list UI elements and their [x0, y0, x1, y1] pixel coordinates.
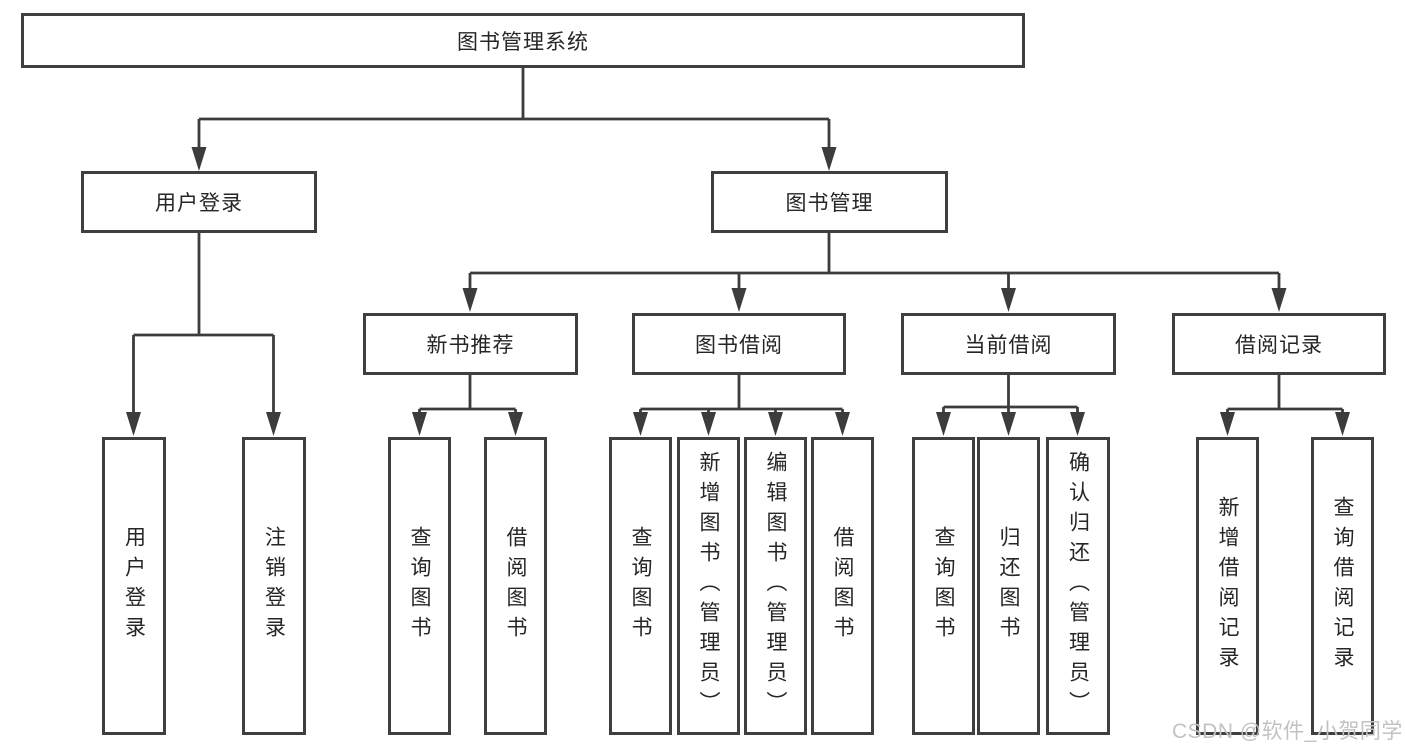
- node-borrow-records: 借阅记录: [1172, 313, 1386, 375]
- leaf-user-login: 用户登录: [102, 437, 166, 735]
- leaf-bb-edit-books-admin-label: 编辑图书（管理员）: [764, 451, 787, 721]
- leaf-nb-borrow-books: 借阅图书: [484, 437, 547, 735]
- leaf-bb-borrow-books-label: 借阅图书: [831, 526, 854, 646]
- connector-book-borrow: [633, 375, 850, 436]
- leaf-logout: 注销登录: [242, 437, 306, 735]
- node-user-login-group: 用户登录: [81, 171, 317, 233]
- leaf-br-add-record: 新增借阅记录: [1196, 437, 1259, 735]
- leaf-bb-query-books-label: 查询图书: [629, 526, 652, 646]
- connector-borrow-records: [1220, 375, 1350, 436]
- leaf-cb-return-books: 归还图书: [977, 437, 1040, 735]
- leaf-user-login-label: 用户登录: [122, 526, 146, 646]
- leaf-nb-borrow-books-label: 借阅图书: [504, 526, 527, 646]
- node-book-borrow: 图书借阅: [632, 313, 846, 375]
- leaf-cb-return-books-label: 归还图书: [997, 526, 1020, 646]
- leaf-bb-add-books-admin: 新增图书（管理员）: [677, 437, 740, 735]
- leaf-bb-edit-books-admin: 编辑图书（管理员）: [744, 437, 807, 735]
- leaf-logout-label: 注销登录: [262, 526, 286, 646]
- leaf-bb-query-books: 查询图书: [609, 437, 672, 735]
- leaf-nb-query-books-label: 查询图书: [408, 526, 431, 646]
- leaf-cb-confirm-return-admin: 确认归还（管理员）: [1046, 437, 1110, 735]
- csdn-watermark: CSDN @软件_小贺同学: [1172, 720, 1403, 743]
- leaf-cb-query-books-label: 查询图书: [932, 526, 955, 646]
- leaf-cb-confirm-return-admin-label: 确认归还（管理员）: [1066, 451, 1090, 721]
- node-current-borrow: 当前借阅: [901, 313, 1116, 375]
- leaf-br-query-record-label: 查询借阅记录: [1331, 496, 1354, 676]
- leaf-cb-query-books: 查询图书: [912, 437, 975, 735]
- connector-current-borrow: [936, 375, 1085, 436]
- connector-book-mgmt-group: [462, 233, 1287, 312]
- node-new-book-rec: 新书推荐: [363, 313, 578, 375]
- leaf-br-add-record-label: 新增借阅记录: [1216, 496, 1239, 676]
- connector-user-login-group: [126, 233, 281, 436]
- node-system-root: 图书管理系统: [21, 13, 1025, 68]
- leaf-br-query-record: 查询借阅记录: [1311, 437, 1374, 735]
- node-book-mgmt-group: 图书管理: [711, 171, 948, 233]
- connector-root: [191, 68, 837, 171]
- leaf-bb-add-books-admin-label: 新增图书（管理员）: [697, 451, 720, 721]
- leaf-nb-query-books: 查询图书: [388, 437, 451, 735]
- leaf-bb-borrow-books: 借阅图书: [811, 437, 874, 735]
- connector-new-book-rec: [412, 375, 523, 436]
